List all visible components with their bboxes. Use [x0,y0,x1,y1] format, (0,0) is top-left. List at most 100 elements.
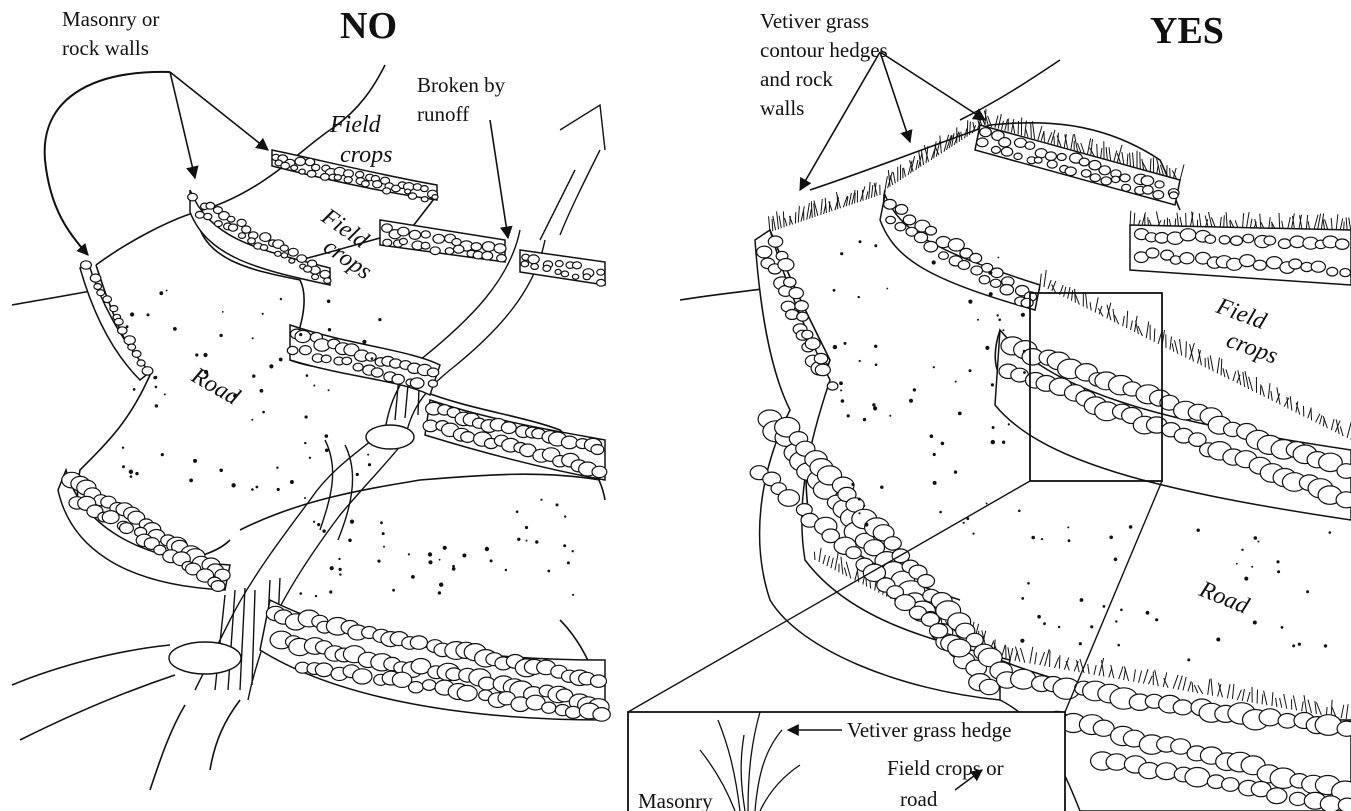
ground-speckle [1276,560,1279,563]
grass-blade [1233,371,1236,381]
wall-stone [482,252,493,260]
grass-blade [1109,147,1111,160]
wall-stone [398,227,409,236]
vetiver-label-line3: and rock [760,67,833,91]
wall-stone [948,639,971,657]
ground-speckle [322,529,325,532]
ground-speckle [1254,536,1258,540]
grass-blade [970,122,971,135]
wall-stone [1231,236,1243,245]
wall-stone [1205,235,1216,243]
grass-blade [1094,665,1096,675]
grass-blade [1210,355,1213,371]
wall-stone [1340,269,1351,277]
ground-speckle [972,533,974,535]
wall-stone [1185,768,1210,787]
ground-speckle [325,449,329,453]
ground-speckle [269,364,273,368]
wall-stone [1337,721,1351,736]
wall-stone [102,511,119,524]
wall-stone [433,234,445,243]
grass-blade [862,190,863,201]
wall-stone [1311,261,1325,272]
wall-stone [195,211,204,218]
ground-speckle [164,393,166,395]
wall-stone [884,537,901,550]
grass-blade [1095,297,1098,312]
grass-blade [1170,337,1172,350]
grass-blade [1032,121,1034,139]
ground-speckle [1236,563,1238,565]
ground-speckle [1281,626,1284,629]
grass-blade [995,116,998,128]
masonry-label-line1: Masonry or [62,7,159,31]
grass-blade [921,150,923,166]
ground-speckle [377,560,380,563]
ground-speckle [122,447,124,449]
ground-speckle [564,515,566,517]
ground-speckle [439,559,441,561]
wall-stone [295,157,306,165]
ground-speckle [338,558,340,560]
ground-speckle [1298,643,1301,646]
ground-speckle [840,389,842,391]
field-crops-upper-line1: Field [329,112,382,138]
wall-stone [1045,152,1056,161]
inset-detail-box: Vetiver grass hedge Field crops or road … [628,712,1065,811]
wall-stone [275,251,281,256]
ground-speckle [490,559,493,562]
ground-speckle [313,521,315,523]
grass-blade [1217,358,1219,374]
grass-blade [1035,652,1037,664]
grass-blade [1044,270,1046,287]
wall-stone [320,270,330,278]
ground-speckle [155,386,158,389]
yes-panel: YES Vetiver grass contour hedges and roc… [628,9,1351,811]
ground-speckle [362,340,366,344]
ground-speckle [133,388,136,391]
ground-speckle [1241,549,1243,551]
wall-stone [979,276,990,284]
ground-speckle [886,288,888,290]
ground-speckle [992,426,995,429]
ground-speckle [540,499,542,501]
grass-blade [1276,698,1277,707]
ground-speckle [858,512,860,514]
wall-stone [1289,259,1302,269]
wall-stone [428,380,437,387]
wall-stone [528,255,539,264]
grass-blade [1320,415,1323,424]
grass-blade [1277,387,1280,404]
wall-stone [1337,464,1351,479]
wall-stone [1264,236,1276,245]
ground-speckle [328,389,330,391]
ground-speckle [203,353,207,357]
ground-speckle [1292,644,1295,647]
wall-stone [312,274,319,279]
ground-speckle [438,591,441,594]
ground-speckle [1041,538,1043,540]
wall-stone [1173,700,1192,715]
ground-speckle [889,415,891,417]
wall-stone [914,232,927,242]
grass-blade [1090,302,1091,310]
wall-stone [114,318,123,325]
wall-stone [482,242,495,252]
no-panel: NO Masonry or rock walls Broken by runof… [12,5,610,790]
vetiver-label-line2: contour hedges [760,38,888,62]
wall-stone [531,264,539,270]
grass-blade [836,192,840,208]
wall-stone [237,219,246,226]
wall-stone [1065,167,1076,176]
grass-blade [1131,321,1133,331]
grass-blade [855,571,858,580]
wall-stone [383,188,391,194]
wall-stone [768,236,782,247]
grass-blade [893,172,895,183]
grass-blade [1183,677,1186,690]
ground-speckle [309,457,311,459]
wall-stone [188,193,198,201]
grass-blade [1154,329,1155,342]
grass-blade [1122,152,1124,164]
grass-blade [1271,391,1272,401]
